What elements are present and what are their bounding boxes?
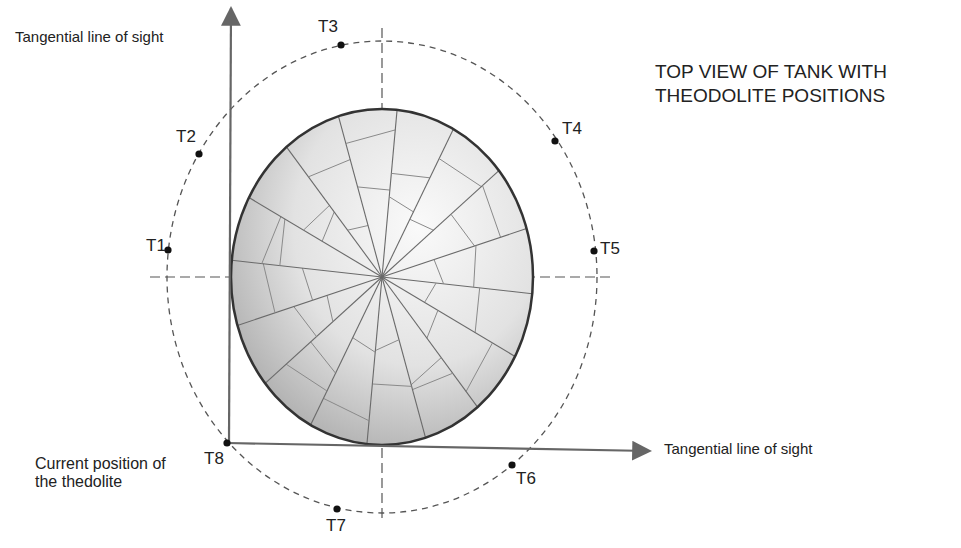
roof-plate-seam — [294, 307, 317, 337]
theodolite-point — [223, 439, 230, 446]
position-label: T2 — [176, 127, 196, 147]
roof-plate-seam — [286, 364, 327, 391]
roof-plate-seam — [308, 160, 350, 177]
axis-label: Tangential line of sight — [664, 440, 812, 457]
roof-rafter — [286, 147, 382, 277]
theodolite-point — [337, 41, 344, 48]
axis-label: Tangential line of sight — [15, 28, 163, 45]
roof-plate-seam — [375, 340, 399, 351]
roof-plate-seam — [327, 295, 333, 321]
position-label: T5 — [600, 239, 620, 259]
theodolite-point — [333, 505, 340, 512]
roof-plate-seam — [262, 217, 281, 264]
roof-plate-seam — [358, 187, 390, 190]
roof-rafter — [382, 110, 397, 277]
roof-rafter — [311, 277, 382, 425]
tank-shell — [231, 109, 533, 445]
roof-rafter — [382, 277, 532, 294]
roof-rafter — [367, 277, 382, 444]
roof-rafter — [382, 229, 527, 277]
position-label: T8 — [204, 449, 224, 469]
roof-plate-seam — [348, 226, 368, 231]
roof-rafter — [382, 277, 515, 356]
roof-plate-seam — [451, 214, 475, 246]
position-label: T6 — [516, 469, 536, 489]
roof-plate-seam — [412, 373, 452, 389]
roof-plate-seam — [346, 130, 395, 144]
diagram-title: TOP VIEW OF TANK WITH THEODOLITE POSITIO… — [655, 60, 955, 108]
theodolite-point — [551, 137, 558, 144]
position-label: T4 — [562, 119, 582, 139]
roof-plate-seam — [353, 338, 376, 353]
roof-rafter — [382, 277, 426, 438]
roof-plate-seam — [263, 264, 275, 313]
theodolite-points — [164, 41, 597, 512]
roof-plate-seam — [474, 245, 476, 287]
roof-plate-seam — [466, 343, 492, 391]
roof-plate-seam — [483, 186, 501, 238]
position-label: T3 — [318, 17, 338, 37]
theodolite-point — [508, 461, 515, 468]
position-note: Current position of the thedolite — [35, 455, 175, 492]
roof-rafter — [382, 277, 478, 407]
roof-plate-seam — [434, 260, 444, 284]
roof-plate-seam — [475, 288, 480, 333]
roof-rafter — [338, 116, 382, 277]
roof-plate-seam — [410, 219, 434, 230]
roof-rafter — [382, 171, 499, 277]
sight-axis — [229, 8, 231, 443]
roof-rafter — [382, 129, 453, 277]
roof-segments — [232, 110, 532, 444]
roof-plate-seam — [302, 268, 312, 300]
tank-roof — [231, 109, 533, 445]
roof-plate-seam — [311, 342, 336, 373]
position-label: T7 — [326, 516, 346, 536]
sight-axis — [228, 443, 650, 451]
roof-rafter — [232, 260, 382, 277]
roof-plate-seam — [372, 384, 411, 386]
roof-plate-seam — [389, 197, 413, 212]
roof-rafter — [249, 198, 382, 277]
roof-plate-seam — [280, 219, 285, 266]
position-label: T1 — [146, 236, 166, 256]
roof-plate-seam — [323, 398, 369, 420]
roof-rafter — [237, 277, 382, 325]
theodolite-point — [590, 247, 597, 254]
roof-plate-seam — [304, 205, 330, 230]
roof-plate-seam — [425, 283, 437, 302]
roof-plate-seam — [322, 212, 334, 241]
roof-plate-seam — [391, 173, 430, 177]
roof-plate-seam — [411, 358, 441, 385]
roof-plate-seam — [427, 310, 438, 338]
roof-plate-seam — [439, 159, 481, 187]
theodolite-point — [195, 150, 202, 157]
roof-rafter — [265, 277, 382, 383]
